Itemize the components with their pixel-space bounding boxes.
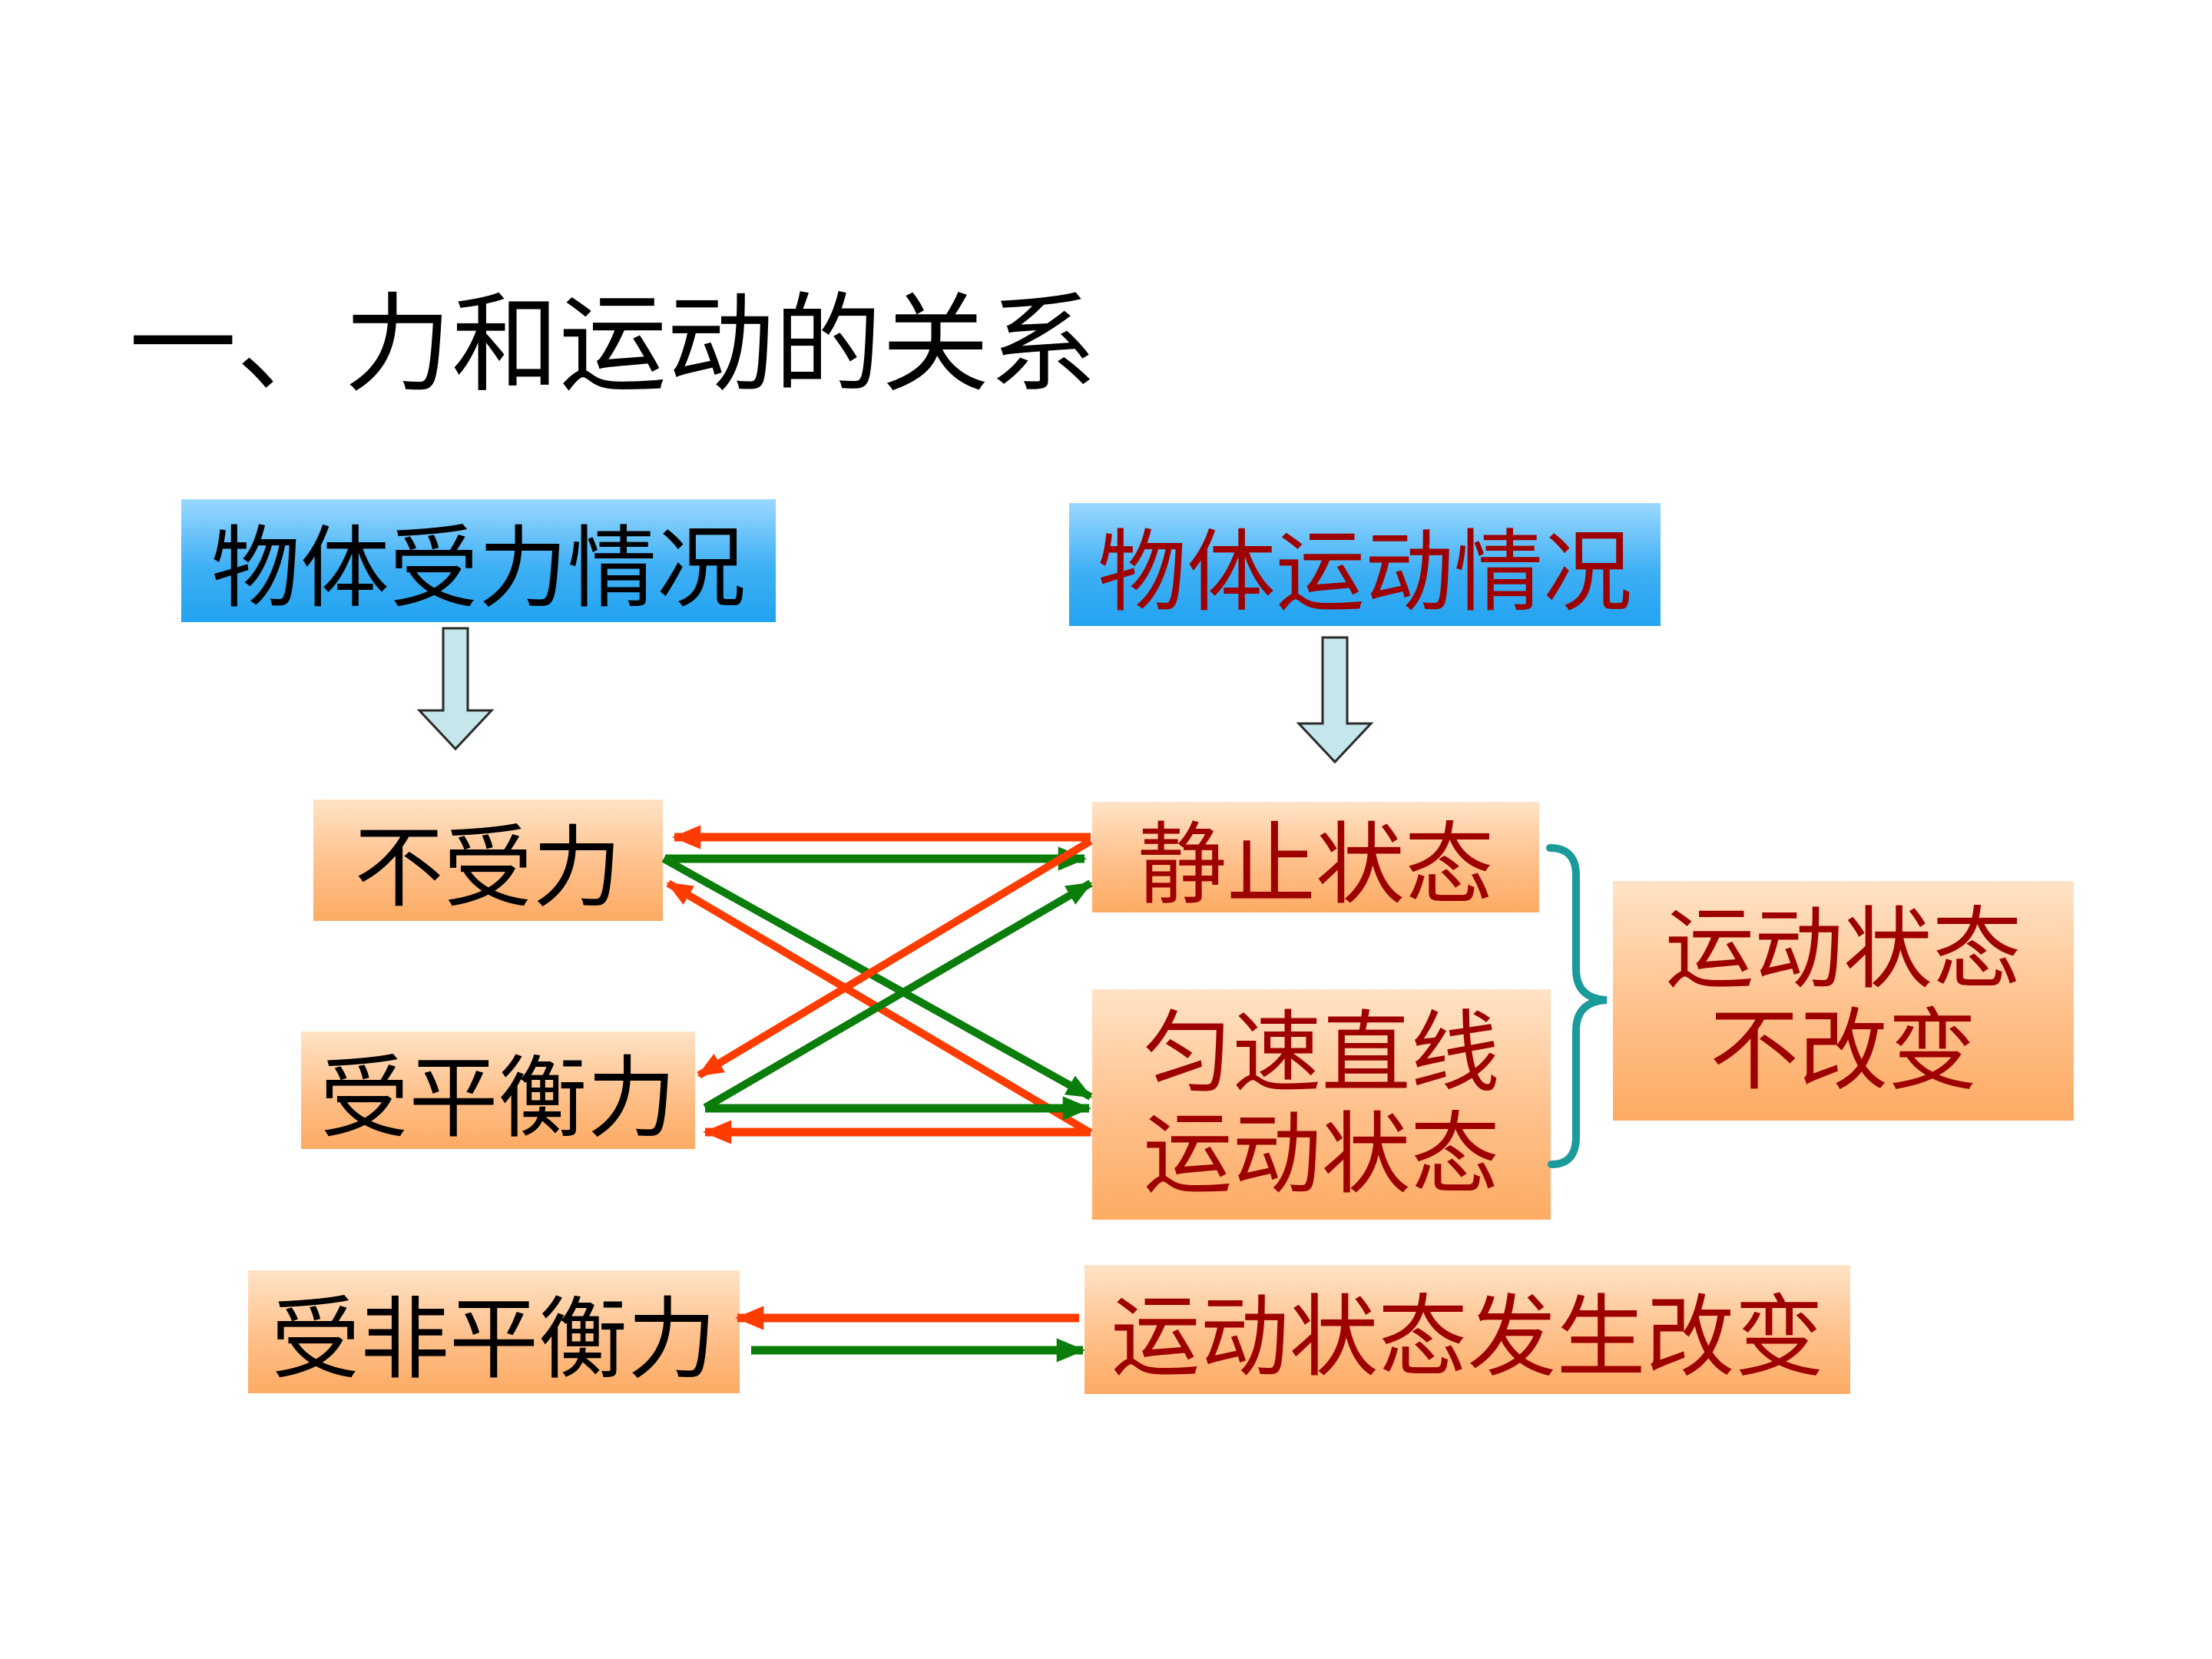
down-arrow-left-icon: [416, 627, 495, 751]
box-motion-unchanged: 运动状态 不改变: [1613, 881, 2074, 1121]
slide-title: 一、力和运动的关系: [129, 283, 1098, 408]
header-force-label: 物体受力情况: [211, 517, 746, 621]
header-motion-label: 物体运动情况: [1098, 521, 1632, 624]
box-unbalanced-force: 受非平衡力: [248, 1270, 740, 1393]
no-force-label: 不受力: [354, 816, 622, 920]
box-uniform-motion: 匀速直线 运动状态: [1092, 989, 1551, 1220]
box-rest-state: 静止状态: [1092, 802, 1539, 917]
brace-icon: [1546, 844, 1608, 1168]
box-motion-changes: 运动状态发生改变: [1084, 1265, 1850, 1394]
motion-unchanged-line2: 不改变: [1710, 999, 1977, 1103]
arrow-no-force-to-uniform: [661, 855, 1093, 1101]
arrow-balanced-to-rest: [703, 879, 1093, 1111]
box-balanced-force: 受平衡力: [301, 1031, 695, 1151]
down-arrow-right-icon: [1296, 636, 1374, 764]
motion-unchanged-line1: 运动状态: [1665, 898, 2022, 1002]
arrow-rest-to-balanced: [697, 837, 1093, 1079]
header-force-situation: 物体受力情况: [181, 499, 776, 622]
header-motion-situation: 物体运动情况: [1069, 503, 1661, 626]
rest-state-label: 静止状态: [1137, 813, 1494, 917]
balanced-force-label: 受平衡力: [320, 1046, 677, 1151]
box-no-force: 不受力: [313, 800, 663, 921]
uniform-motion-line2: 运动状态: [1143, 1103, 1500, 1207]
unbalanced-force-label: 受非平衡力: [271, 1288, 717, 1392]
motion-changes-label: 运动状态发生改变: [1111, 1286, 1824, 1389]
uniform-motion-line1: 匀速直线: [1143, 1002, 1500, 1105]
